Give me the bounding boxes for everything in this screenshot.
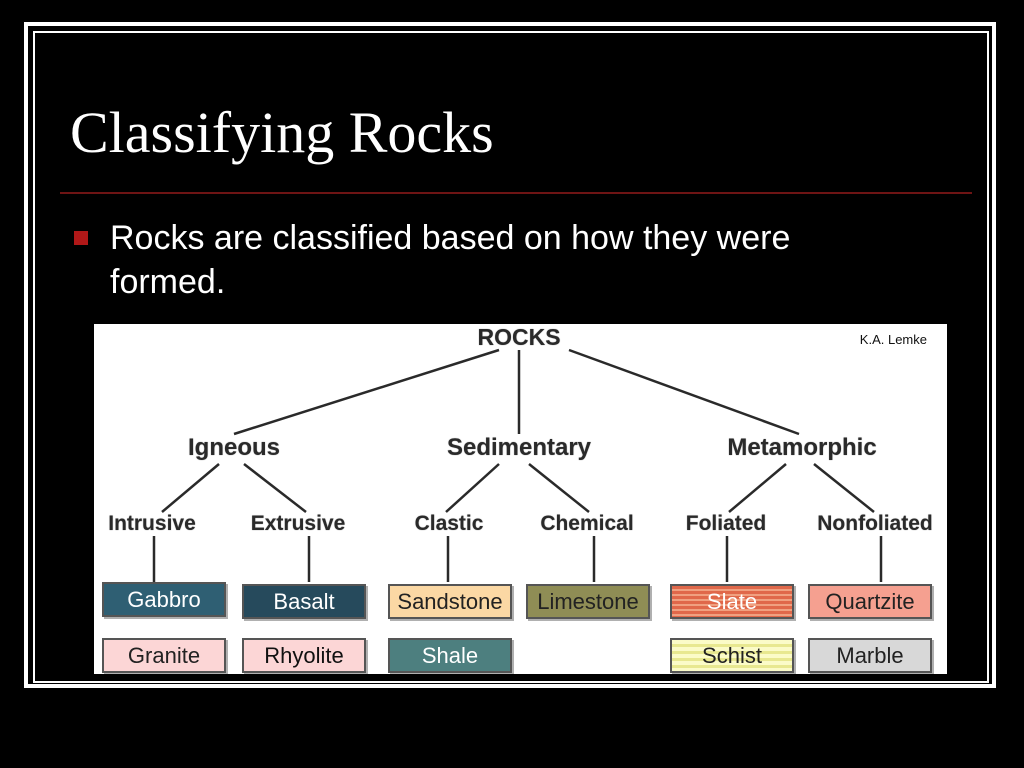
node-metamorphic: Metamorphic <box>727 434 877 461</box>
connector-igneous-intrusive <box>161 463 220 513</box>
rock-box-gabbro: Gabbro <box>102 582 226 617</box>
connector-metamorphic-foliated <box>728 463 787 513</box>
slide-title: Classifying Rocks <box>70 100 494 165</box>
rock-box-sandstone: Sandstone <box>388 584 512 619</box>
connector-root-metamorphic <box>568 348 800 436</box>
bullet-text: Rocks are classified based on how they w… <box>110 219 791 301</box>
rock-box-limestone: Limestone <box>526 584 650 619</box>
node-rocks: ROCKS <box>477 324 561 350</box>
connector-sedimentary-chemical <box>528 463 590 513</box>
diagram-credit: K.A. Lemke <box>859 332 927 347</box>
node-extrusive: Extrusive <box>250 512 346 535</box>
rock-box-slate: Slate <box>670 584 794 619</box>
node-sedimentary: Sedimentary <box>446 434 592 461</box>
slide-inner-border <box>33 31 989 683</box>
rock-box-shale: Shale <box>388 638 512 673</box>
node-nonfoliated: Nonfoliated <box>817 512 933 535</box>
slide-outer-border <box>24 22 996 688</box>
rock-box-granite: Granite <box>102 638 226 673</box>
bullet-square-icon <box>74 231 88 245</box>
node-intrusive: Intrusive <box>108 512 196 535</box>
connector-root-igneous <box>233 348 500 436</box>
connector-igneous-extrusive <box>243 463 307 513</box>
node-clastic: Clastic <box>414 512 484 535</box>
rock-classification-diagram: K.A. Lemke ROCKS Igneous Sedimentary Met… <box>94 324 947 674</box>
node-chemical: Chemical <box>540 512 634 535</box>
rock-box-schist: Schist <box>670 638 794 673</box>
title-divider <box>60 192 972 194</box>
node-igneous: Igneous <box>187 434 281 461</box>
rock-box-rhyolite: Rhyolite <box>242 638 366 673</box>
rock-box-quartzite: Quartzite <box>808 584 932 619</box>
connector-metamorphic-nonfoliated <box>813 463 875 513</box>
connector-sedimentary-clastic <box>445 463 500 513</box>
node-foliated: Foliated <box>685 512 767 535</box>
connector-lines <box>152 348 883 582</box>
rock-box-marble: Marble <box>808 638 932 673</box>
rock-box-basalt: Basalt <box>242 584 366 619</box>
